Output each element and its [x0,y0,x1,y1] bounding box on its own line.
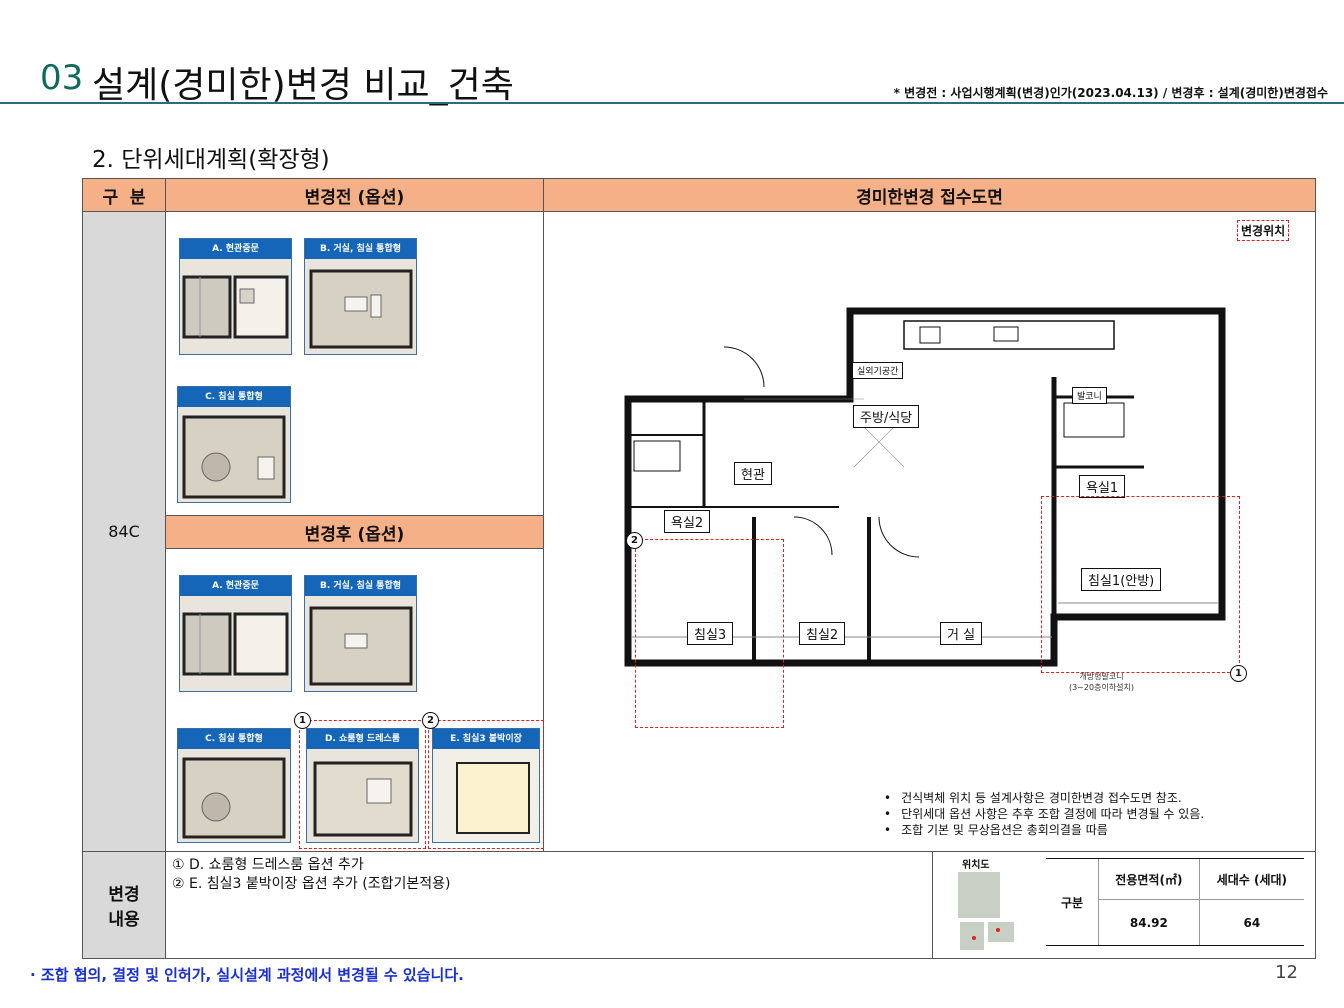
change-item: ② E. 침실3 붙박이장 옵션 추가 (조합기본적용) [172,876,451,892]
option-thumb-after-e: E. 침실3 붙박이장 [432,728,540,843]
page-title: 설계(경미한)변경 비교_건축 [92,65,514,106]
room-bath2: 욕실2 [664,510,711,533]
comparison-table: 구 분 변경전 (옵션) 경미한변경 접수도면 84C A. 현관중문 [82,178,1316,959]
summary-divider [932,852,933,958]
option-caption: C. 침실 통합형 [178,729,290,749]
option-thumb-before-c: C. 침실 통합형 [177,386,291,503]
option-thumb-after-d: D. 쇼룸형 드레스룸 [306,728,419,843]
section-title: 2. 단위세대계획(확장형) [92,147,330,173]
option-thumb-after-c: C. 침실 통합형 [177,728,291,843]
notes-list: 건식벽체 위치 등 설계사항은 경미한변경 접수도면 참조. 단위세대 옵션 사… [884,790,1204,838]
note-item: 조합 기본 및 무상옵션은 총회의결을 따름 [884,822,1204,838]
plan-marker-1: 1 [1230,665,1247,682]
header-before: 변경전 (옵션) [165,178,544,212]
option-thumb-before-a: A. 현관중문 [179,238,292,355]
unit-floor-plan [624,307,1226,667]
change-list: ① D. 쇼룸형 드레스룸 옵션 추가 ② E. 침실3 붙박이장 옵션 추가 … [172,856,450,894]
header-after-options: 변경후 (옵션) [165,515,544,549]
option-marker-2: 2 [422,712,439,729]
plan-thumb-icon [433,749,539,842]
header-category: 구 분 [82,178,166,212]
summary-col-units: 세대수 (세대) [1198,857,1304,901]
location-map-icon [958,872,1014,950]
title-divider [0,102,1344,104]
summary-units-value: 64 [1198,899,1304,946]
note-item: 건식벽체 위치 등 설계사항은 경미한변경 접수도면 참조. [884,790,1204,806]
summary-table: 구분 전용면적(㎡) 세대수 (세대) 84.92 64 [1046,857,1304,946]
unit-type-cell: 84C [82,211,166,852]
room-open-balcony: 개방형발코니 (3~20층이하설치) [1069,672,1135,692]
note-item: 단위세대 옵션 사항은 추후 조합 결정에 따라 변경될 수 있음. [884,806,1204,822]
option-caption: D. 쇼룸형 드레스룸 [307,729,418,749]
change-item: ① D. 쇼룸형 드레스룸 옵션 추가 [172,857,364,873]
change-area-option-d [299,720,426,849]
page-number: 12 [1275,962,1298,983]
unit-type: 84C [108,522,140,541]
footer-disclaimer: · 조합 협의, 결정 및 인허가, 실시설계 과정에서 변경될 수 있습니다. [30,966,464,984]
change-label: 변경 내용 [82,851,166,959]
after-options-panel: A. 현관중문 B. 거실, 침실 통합형 [165,548,544,852]
room-bath1: 욕실1 [1079,475,1126,498]
room-bedroom3: 침실3 [687,622,734,645]
option-caption: C. 침실 통합형 [178,387,290,407]
plan-thumb-icon [305,259,416,354]
option-thumb-after-b: B. 거실, 침실 통합형 [304,575,417,692]
plan-thumb-icon [180,259,291,354]
summary-area-value: 84.92 [1098,899,1200,946]
plan-thumb-icon [307,749,418,842]
floor-plan-panel: 변경위치 [543,211,1316,852]
option-caption: B. 거실, 침실 통합형 [305,576,416,596]
change-area-1 [1041,496,1240,673]
room-bedroom2: 침실2 [799,622,846,645]
room-utility: 실외기공간 [852,362,904,379]
header-after-plan: 경미한변경 접수도면 [543,178,1316,212]
summary-row-label: 구분 [1046,858,1099,946]
room-kitchen: 주방/식당 [853,405,920,428]
plan-thumb-icon [180,596,291,691]
room-master-bedroom: 침실1(안방) [1081,568,1162,591]
change-detail-cell: ① D. 쇼룸형 드레스룸 옵션 추가 ② E. 침실3 붙박이장 옵션 추가 … [165,851,1316,959]
plan-thumb-icon [305,596,416,691]
title-number: 03 [40,58,84,98]
plan-thumb-icon [178,407,290,502]
change-area-2 [635,539,784,728]
option-caption: B. 거실, 침실 통합형 [305,239,416,259]
room-entrance: 현관 [734,462,772,485]
option-thumb-after-a: A. 현관중문 [179,575,292,692]
option-caption: E. 침실3 붙박이장 [433,729,539,749]
before-options-panel: A. 현관중문 B. 거실, 침실 통합형 [165,211,544,516]
legend-change-location: 변경위치 [1237,220,1290,241]
room-balcony: 발코니 [1072,387,1107,404]
plan-thumb-icon [178,749,290,842]
change-note: * 변경전 : 사업시행계획(변경)인가(2023.04.13) / 변경후 :… [893,86,1328,100]
option-marker-1: 1 [294,712,311,729]
change-area-option-e [428,720,544,849]
summary-col-area: 전용면적(㎡) [1098,857,1200,901]
location-label: 위치도 [962,860,990,871]
option-thumb-before-b: B. 거실, 침실 통합형 [304,238,417,355]
plan-marker-2: 2 [626,532,643,549]
room-living: 거 실 [940,622,983,645]
option-caption: A. 현관중문 [180,239,291,259]
option-caption: A. 현관중문 [180,576,291,596]
